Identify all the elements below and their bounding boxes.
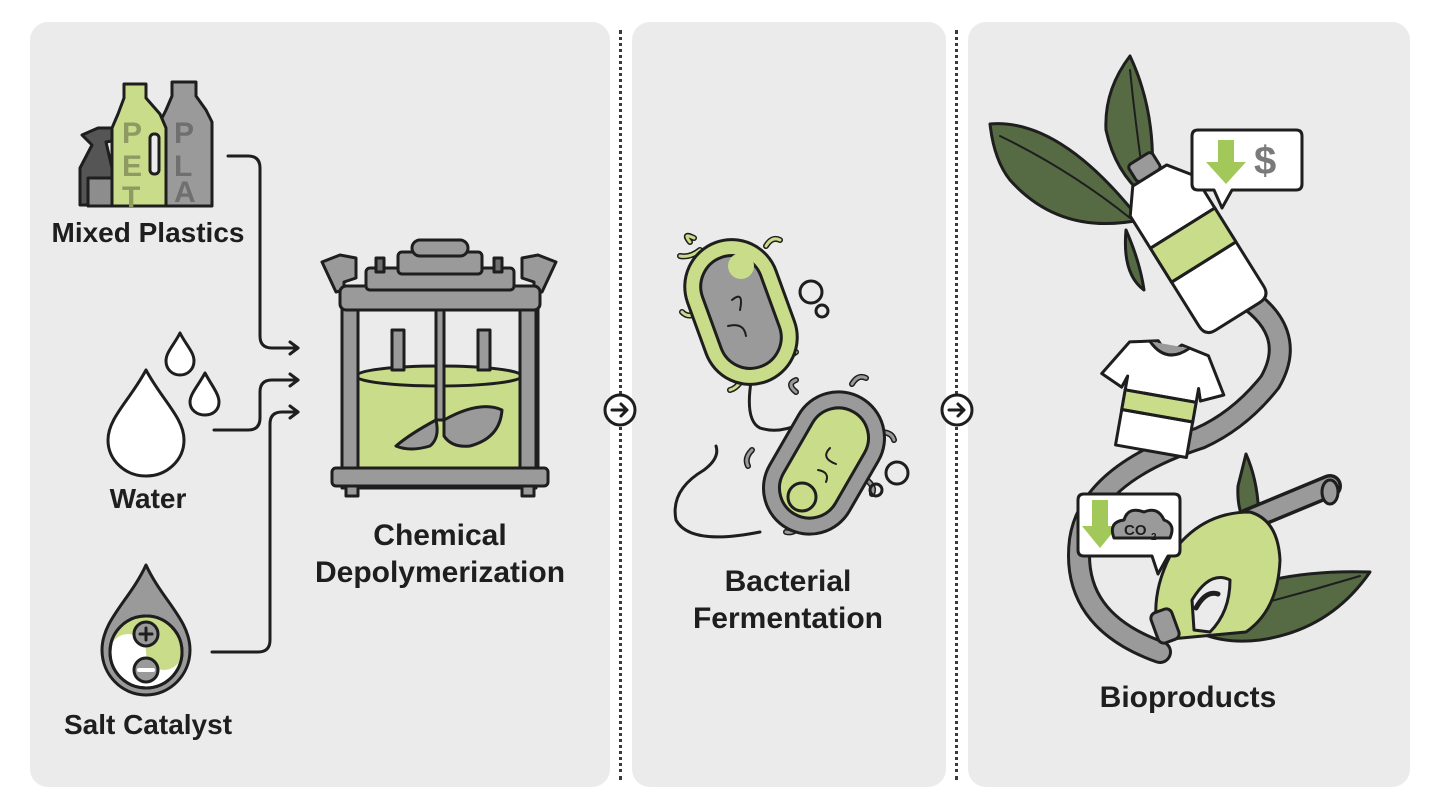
input-connectors <box>210 154 300 654</box>
bacterial-fermentation-label: Bacterial Fermentation <box>640 564 936 637</box>
cost-down-badge <box>1190 128 1304 210</box>
reactor-icon <box>320 238 558 498</box>
bottle-letter-p2: P <box>174 117 194 150</box>
down-arrow-icon <box>1206 140 1246 184</box>
bacteria-icon <box>677 232 830 432</box>
chemical-line2: Depolymerization <box>314 555 566 589</box>
leaf-icon <box>988 54 1154 292</box>
salt-catalyst-label: Salt Catalyst <box>63 709 233 740</box>
stage-arrow-icon <box>603 393 637 427</box>
bacterial-line1: Bacterial <box>724 565 852 598</box>
co2-label: CO <box>1124 522 1147 539</box>
salt-catalyst-icon <box>100 563 192 697</box>
bottle-letters: P E T P L A <box>122 117 196 214</box>
co2-down-badge <box>1076 492 1182 576</box>
bottle-letter-l: L <box>174 150 192 183</box>
fuel-nozzle-icon <box>1149 474 1342 645</box>
dollar-sign-icon: $ <box>1254 139 1276 183</box>
bottle-letter-e: E <box>122 150 142 183</box>
chemical-line1: Chemical <box>373 519 507 552</box>
plastic-bottles-icon <box>78 80 214 208</box>
stage-arrow-icon <box>940 393 974 427</box>
bottle-letter-a: A <box>174 176 196 209</box>
down-arrow-icon <box>1082 500 1118 548</box>
chemical-depolymerization-label: Chemical Depolymerization <box>290 518 590 591</box>
bottle-letter-t: T <box>122 181 140 214</box>
bacterial-line2: Fermentation <box>692 601 884 635</box>
fermentation-panel <box>632 22 946 787</box>
water-bottle-icon <box>1127 151 1268 335</box>
bacteria-icon <box>673 373 910 539</box>
bottle-letter-p: P <box>122 117 142 150</box>
co2-subscript: 2 <box>1151 532 1157 543</box>
water-drop-icon <box>106 331 221 478</box>
bioproducts-label: Bioproducts <box>1099 681 1277 714</box>
t-shirt-icon <box>1100 339 1226 459</box>
water-label: Water <box>109 483 187 514</box>
mixed-plastics-label: Mixed Plastics <box>51 217 245 248</box>
